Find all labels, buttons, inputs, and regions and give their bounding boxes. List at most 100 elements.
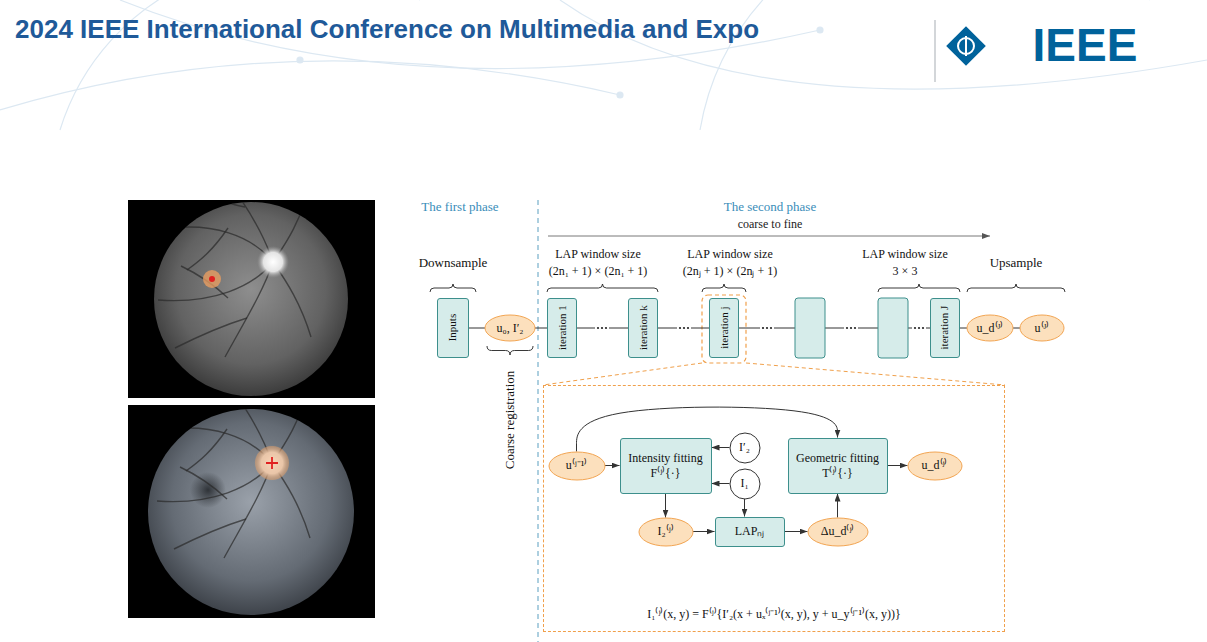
arrow-connector — [785, 531, 808, 532]
fundus-image — [128, 373, 375, 618]
dot — [679, 327, 681, 329]
blood-vessel — [181, 266, 228, 298]
blood-vessel — [158, 262, 273, 301]
dot — [687, 327, 689, 329]
arrow-connector — [888, 465, 908, 466]
zoom-line — [746, 363, 1005, 385]
node-text: u⁽ʲ⁻¹⁾ — [566, 458, 587, 472]
phase-label: The second phase — [724, 199, 816, 215]
dot — [770, 327, 772, 329]
logo-diamond — [946, 26, 986, 66]
node-text: I′₂ — [739, 440, 750, 454]
node-text: I₁ — [740, 476, 748, 490]
image-circle: I₁ — [730, 469, 760, 499]
arrow-connector — [605, 465, 620, 466]
node-text: F⁽ʲ⁾{·} — [650, 466, 680, 480]
dot — [597, 327, 599, 329]
header-separator — [934, 20, 936, 82]
arrow-connector — [837, 494, 838, 518]
header-title: 2024 IEEE International Conference on Mu… — [15, 14, 759, 45]
step-label: Coarse registration — [502, 371, 518, 470]
state-ellipse: I₂⁽ʲ⁾ — [639, 518, 693, 546]
ellipse-shape — [1020, 315, 1064, 341]
dot — [601, 327, 603, 329]
node-text: I₂⁽ʲ⁾ — [657, 524, 673, 538]
iteration-box: iteration J — [930, 298, 960, 358]
arrow-connector — [744, 499, 745, 517]
dot — [854, 327, 856, 329]
phase-label: The first phase — [421, 199, 498, 215]
blood-vessel — [172, 383, 244, 408]
zoom-panel: I₁⁽ʲ⁾(x, y) = F⁽ʲ⁾{I′₂(x + uₓ⁽ʲ⁻¹⁾(x, y)… — [543, 385, 1005, 632]
iteration-box: iteration 1 — [547, 298, 577, 358]
state-ellipse: u_d⁽ʲ⁾ — [908, 452, 962, 480]
ellipsis — [912, 325, 926, 331]
decor-dot — [817, 27, 823, 33]
lap-box: LAPₙⱼ — [715, 517, 785, 547]
curly-brace — [430, 284, 476, 292]
logo-text: IEEE — [1033, 18, 1138, 73]
ellipse-shape — [967, 315, 1013, 341]
state-ellipse: u₀, I′₂ — [485, 315, 535, 341]
dot — [914, 327, 916, 329]
curly-brace — [967, 284, 1065, 292]
marker-cross — [266, 457, 278, 469]
connector-line — [577, 328, 628, 329]
dot — [846, 327, 848, 329]
node-text: iteration J — [938, 306, 951, 350]
marker-halo — [203, 270, 221, 288]
arrow-connector — [665, 494, 666, 518]
window-size: (2nⱼ + 1) × (2nⱼ + 1) — [683, 264, 777, 278]
dots-ground — [912, 325, 926, 331]
node-text: u⁽ᴶ⁾ — [1035, 321, 1050, 335]
ellipse-shape — [908, 452, 962, 480]
curly-brace — [702, 284, 746, 292]
dots-ground — [595, 325, 609, 331]
optic-disc — [254, 445, 290, 481]
dot — [762, 327, 764, 329]
window-label: LAP window size — [687, 247, 773, 261]
connector-line — [469, 328, 485, 329]
marker-dot — [209, 276, 215, 282]
image-circle: I′₂ — [730, 433, 760, 463]
node-text: Δu_d⁽ʲ⁾ — [821, 524, 855, 538]
ellipsis — [760, 325, 774, 331]
state-ellipse: u_d⁽ᴶ⁾ — [967, 315, 1013, 341]
formula-text: I₁⁽ʲ⁾(x, y) = F⁽ʲ⁾{I′₂(x + uₓ⁽ʲ⁻¹⁾(x, y)… — [647, 607, 901, 621]
circle-shape — [730, 469, 760, 499]
arrow-connector — [712, 447, 730, 448]
node-text: T⁽ʲ⁾{·} — [822, 466, 853, 480]
logo-bar — [965, 36, 967, 56]
blood-vessel — [175, 318, 247, 348]
dots-ground — [677, 325, 691, 331]
brace-group — [430, 284, 1065, 355]
blood-vessel — [157, 463, 272, 502]
ellipse-shape — [639, 518, 693, 546]
marker-halo — [255, 446, 289, 480]
dot — [922, 327, 924, 329]
blood-vessel — [186, 429, 227, 471]
retina — [148, 409, 354, 615]
dot — [683, 327, 685, 329]
arrow-connector — [712, 483, 730, 484]
image-ground — [128, 405, 375, 618]
state-ellipse: u⁽ʲ⁻¹⁾ — [549, 452, 605, 480]
window-label: LAP window size — [555, 247, 641, 261]
fitting-box: Intensity fittingF⁽ʲ⁾{·} — [620, 438, 712, 494]
node-text: Geometric fitting — [796, 451, 879, 465]
node-text: u_d⁽ʲ⁾ — [922, 458, 948, 472]
dot — [605, 327, 607, 329]
dot — [766, 327, 768, 329]
window-size: 3 × 3 — [893, 264, 918, 278]
curly-brace — [547, 284, 658, 292]
input-box: Inputs — [437, 298, 469, 358]
curly-brace — [487, 346, 533, 355]
ellipse-shape — [485, 315, 535, 341]
blood-vessel — [180, 467, 227, 499]
step-label: Downsample — [419, 255, 488, 271]
circle-shape — [730, 433, 760, 463]
arrow-connector — [693, 531, 715, 532]
dot — [918, 327, 920, 329]
iteration-box-blank — [795, 298, 825, 358]
macula — [190, 472, 226, 508]
